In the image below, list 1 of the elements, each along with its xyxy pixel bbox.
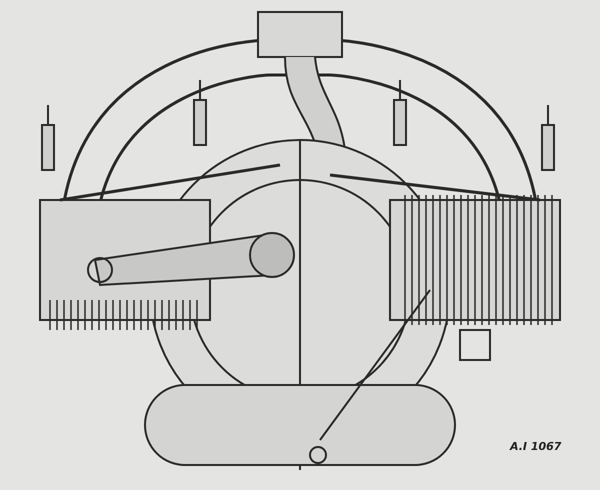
- drawing-number: A.I 1067: [510, 440, 562, 453]
